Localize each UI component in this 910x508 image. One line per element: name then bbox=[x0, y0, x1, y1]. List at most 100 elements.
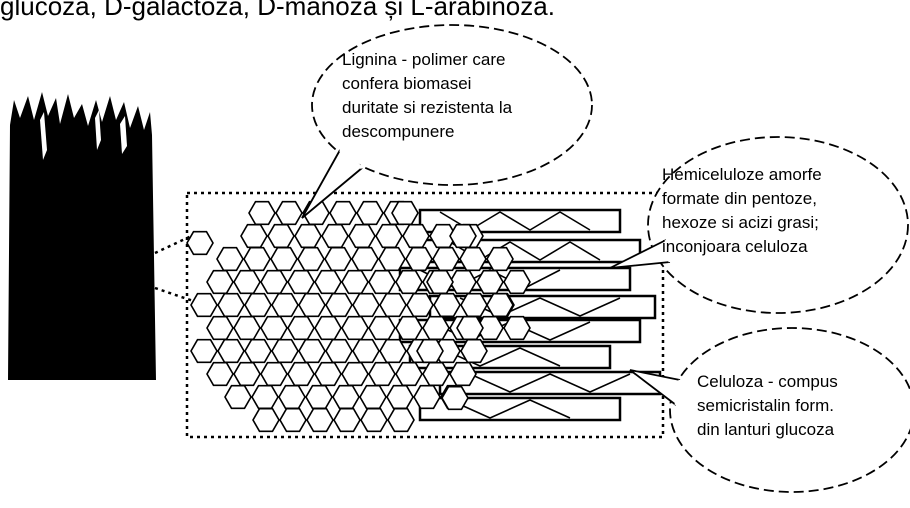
lignin-hexagon bbox=[407, 294, 433, 317]
hemicellulose-callout-line: formate din pentoze, bbox=[662, 187, 822, 211]
cellulose-callout-text: Celuloza - compus semicristalin form. di… bbox=[697, 370, 838, 442]
lignin-hexagon bbox=[461, 340, 487, 363]
lignin-hexagon bbox=[388, 409, 414, 432]
lignin-hexagon bbox=[268, 225, 294, 248]
lignin-callout-line: descompunere bbox=[342, 120, 512, 144]
lignin-hexagon bbox=[396, 317, 422, 340]
lignin-hexagon bbox=[369, 363, 395, 386]
lignin-hexagon bbox=[330, 202, 356, 225]
lignin-hexagon bbox=[376, 225, 402, 248]
lignin-hexagon bbox=[342, 271, 368, 294]
lignin-hexagon bbox=[325, 248, 351, 271]
lignin-hexagon bbox=[315, 363, 341, 386]
lignin-hexagon bbox=[460, 248, 486, 271]
lignin-hexagon bbox=[334, 409, 360, 432]
lignin-hexagon bbox=[234, 317, 260, 340]
biomass-sample-image bbox=[8, 92, 156, 380]
lignin-hexagon bbox=[414, 386, 440, 409]
lignin-hexagon bbox=[357, 202, 383, 225]
lignin-hexagon bbox=[361, 409, 387, 432]
lignin-hexagon bbox=[307, 409, 333, 432]
lignin-hexagon bbox=[218, 340, 244, 363]
hemicellulose-callout-line: Hemiceluloze amorfe bbox=[662, 163, 822, 187]
lignin-hexagon bbox=[380, 340, 406, 363]
lignin-hexagon bbox=[276, 202, 302, 225]
lignin-hexagon bbox=[187, 232, 213, 255]
lignin-hexagon bbox=[315, 317, 341, 340]
lignin-hexagon bbox=[288, 363, 314, 386]
lignin-hexagon bbox=[353, 340, 379, 363]
lignin-hexagon bbox=[225, 386, 251, 409]
lignin-hexagon bbox=[315, 271, 341, 294]
lignin-hexagon bbox=[380, 294, 406, 317]
lignin-hexagon bbox=[349, 225, 375, 248]
lignin-hexagon bbox=[450, 363, 476, 386]
lignin-hexagon bbox=[417, 340, 443, 363]
lignin-hexagon bbox=[326, 294, 352, 317]
lignin-hexagon bbox=[423, 363, 449, 386]
lignin-hexagon bbox=[461, 294, 487, 317]
lignin-hexagon bbox=[271, 248, 297, 271]
lignin-hexagon bbox=[434, 294, 460, 317]
lignin-hexagon bbox=[234, 271, 260, 294]
lignin-hexagon bbox=[288, 271, 314, 294]
lignin-hexagon bbox=[360, 386, 386, 409]
lignin-hexagon bbox=[326, 340, 352, 363]
lignin-hexagon bbox=[191, 340, 217, 363]
lignin-hexagon bbox=[369, 271, 395, 294]
lignin-callout-text: Lignina - polimer care confera biomasei … bbox=[342, 48, 512, 144]
lignin-hexagon bbox=[369, 317, 395, 340]
lignin-hexagon bbox=[392, 202, 418, 225]
lignin-hexagon bbox=[272, 340, 298, 363]
lignin-hexagon bbox=[322, 225, 348, 248]
hemicellulose-callout-text: Hemiceluloze amorfe formate din pentoze,… bbox=[662, 163, 822, 259]
lignin-hexagon bbox=[241, 225, 267, 248]
lignin-hexagon bbox=[487, 248, 513, 271]
lignin-hexagon bbox=[191, 294, 217, 317]
lignin-hexagon bbox=[217, 248, 243, 271]
lignin-hexagon bbox=[261, 271, 287, 294]
lignin-hexagon bbox=[261, 363, 287, 386]
lignin-hexagon bbox=[299, 340, 325, 363]
lignin-hexagon bbox=[279, 386, 305, 409]
lignin-callout-line: Lignina - polimer care bbox=[342, 48, 512, 72]
lignin-callout-line: duritate si rezistenta la bbox=[342, 96, 512, 120]
lignin-hexagon bbox=[252, 386, 278, 409]
lignin-hexagon bbox=[207, 317, 233, 340]
lignin-hexagon bbox=[342, 317, 368, 340]
cellulose-callout-line: din lanturi glucoza bbox=[697, 418, 838, 442]
lignin-hexagon bbox=[272, 294, 298, 317]
lignin-hexagon bbox=[245, 340, 271, 363]
lignin-hexagon bbox=[504, 317, 530, 340]
hemicellulose-callout-line: hexoze si acizi grasi; bbox=[662, 211, 822, 235]
lignin-hexagon bbox=[352, 248, 378, 271]
lignin-hexagon bbox=[406, 248, 432, 271]
lignin-hexagon bbox=[333, 386, 359, 409]
lignin-hexagon bbox=[396, 271, 422, 294]
lignin-hexagon bbox=[249, 202, 275, 225]
lignin-hexagon bbox=[487, 294, 513, 317]
lignin-hexagon bbox=[433, 248, 459, 271]
lignin-hexagon bbox=[244, 248, 270, 271]
lignin-hexagon bbox=[423, 317, 449, 340]
lignin-hexagon bbox=[342, 363, 368, 386]
lignin-hexagon bbox=[299, 294, 325, 317]
lignin-hexagon bbox=[207, 363, 233, 386]
cellulose-callout-line: semicristalin form. bbox=[697, 394, 838, 418]
lignin-hexagon bbox=[253, 409, 279, 432]
lignin-hexagon bbox=[298, 248, 324, 271]
lignin-hexagon bbox=[396, 363, 422, 386]
lignin-hexagon bbox=[477, 271, 503, 294]
lignin-hexagon bbox=[218, 294, 244, 317]
lignin-hexagon bbox=[442, 387, 468, 410]
lignin-callout-line: confera biomasei bbox=[342, 72, 512, 96]
lignin-hexagon bbox=[234, 363, 260, 386]
lignin-hexagon bbox=[261, 317, 287, 340]
lignin-hexagon bbox=[403, 225, 429, 248]
lignin-hexagon bbox=[504, 271, 530, 294]
lignin-hexagon bbox=[280, 409, 306, 432]
lignin-hexagon bbox=[379, 248, 405, 271]
lignin-hexagon bbox=[387, 386, 413, 409]
lignin-hexagon bbox=[457, 317, 483, 340]
lignin-hexagon bbox=[295, 225, 321, 248]
